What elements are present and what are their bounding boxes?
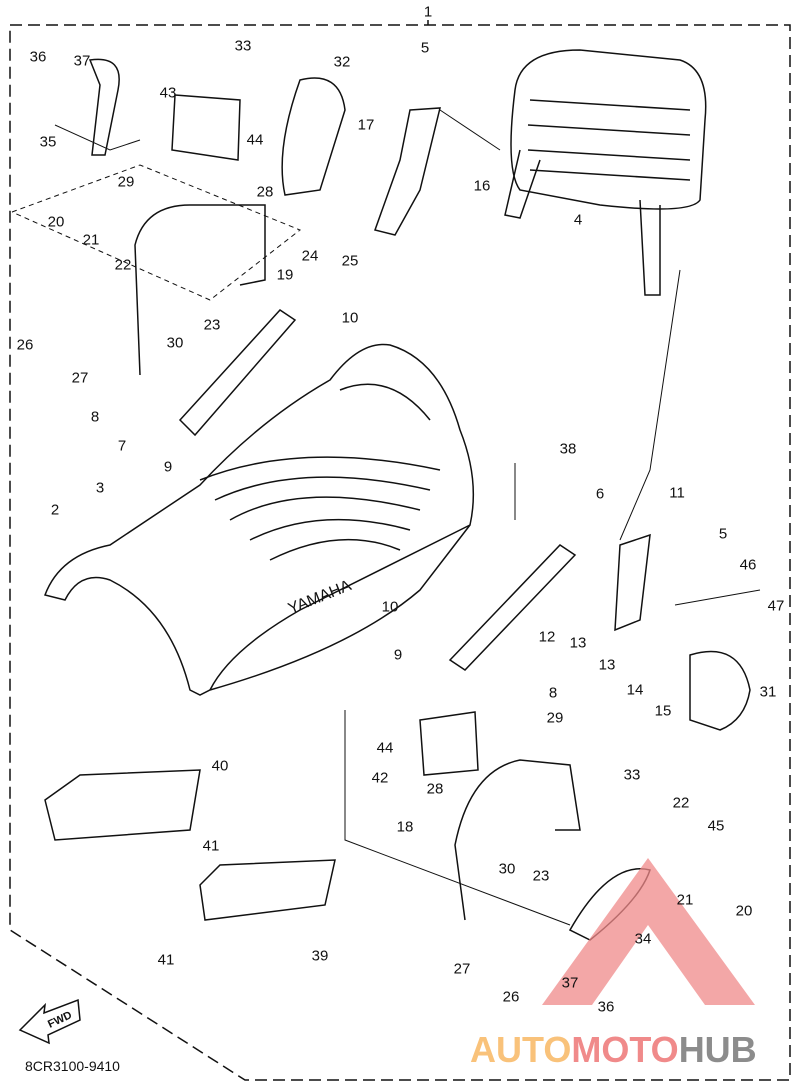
part-number-label: 26 [502, 988, 520, 1006]
part-number-label: 8 [90, 408, 100, 426]
part-number-label: 33 [623, 766, 641, 784]
part-number-label: 29 [546, 709, 564, 727]
assembly-border [9, 24, 791, 1081]
part-number-label: 22 [672, 794, 690, 812]
part-number-label: 28 [256, 183, 274, 201]
part-number-label: 13 [569, 634, 587, 652]
part-number-label: 41 [202, 837, 220, 855]
part-number-label: 28 [426, 780, 444, 798]
part-number-label: 3 [95, 479, 105, 497]
part-number-label: 12 [538, 628, 556, 646]
watermark-auto: AUTO [470, 1029, 572, 1070]
part-number-label: 10 [341, 309, 359, 327]
part-number-label: 9 [163, 458, 173, 476]
part-number-label: 45 [707, 817, 725, 835]
watermark-logo [542, 858, 755, 1005]
part-number-label: 32 [333, 53, 351, 71]
part-number-label: 23 [532, 867, 550, 885]
part-number-label: 26 [16, 336, 34, 354]
part-number-label: 6 [595, 485, 605, 503]
part-number-label: 23 [203, 316, 221, 334]
part-number-label: 20 [47, 213, 65, 231]
part-number-label: 37 [73, 52, 91, 70]
part-number-label: 15 [654, 702, 672, 720]
part-number-label: 13 [598, 656, 616, 674]
part-number-label: 20 [735, 902, 753, 920]
part-number-label: 34 [634, 930, 652, 948]
part-number-label: 16 [473, 177, 491, 195]
part-number-label: 19 [276, 266, 294, 284]
tool-tray-39 [199, 859, 336, 921]
part-number-label: 33 [234, 37, 252, 55]
part-number-label: 21 [82, 231, 100, 249]
part-number-label: 5 [420, 39, 430, 57]
part-number-label: 21 [676, 891, 694, 909]
part-number-label: 25 [341, 252, 359, 270]
part-number-label: 22 [114, 256, 132, 274]
part-number-label: 4 [573, 211, 583, 229]
part-number-label: 40 [211, 757, 229, 775]
part-number-label: 27 [453, 960, 471, 978]
part-number-label: 5 [718, 525, 728, 543]
part-number-label: 44 [246, 131, 264, 149]
part-number-label: 27 [71, 369, 89, 387]
part-number-label: 18 [396, 818, 414, 836]
part-number-label: 37 [561, 974, 579, 992]
seat [44, 343, 475, 696]
part-number-label: 41 [157, 951, 175, 969]
part-number-label: 1 [423, 3, 433, 21]
part-number-label: 31 [759, 683, 777, 701]
fwd-arrow [18, 998, 81, 1045]
part-number-label: 46 [739, 556, 757, 574]
part-number-label: 35 [39, 133, 57, 151]
part-number-label: 24 [301, 247, 319, 265]
part-number-label: 7 [117, 437, 127, 455]
part-number-label: 42 [371, 769, 389, 787]
part-number-label: 36 [597, 998, 615, 1016]
part-number-label: 11 [669, 484, 685, 502]
part-number-label: 2 [50, 501, 60, 519]
watermark-text: AUTOMOTOHUB [470, 1030, 757, 1070]
part-number-label: 30 [166, 334, 184, 352]
part-number-label: 38 [559, 440, 577, 458]
part-number-label: 29 [117, 173, 135, 191]
watermark-hub: HUB [678, 1029, 757, 1070]
drawing-code: 8CR3100-9410 [25, 1058, 120, 1074]
part-number-label: 43 [159, 84, 177, 102]
part-number-label: 47 [767, 597, 785, 615]
part-number-label: 39 [311, 947, 329, 965]
watermark-moto: MOTO [571, 1029, 679, 1070]
part-number-label: 30 [498, 860, 516, 878]
part-number-label: 9 [393, 646, 403, 664]
backrest-pad [510, 49, 707, 210]
part-number-label: 44 [376, 739, 394, 757]
part-number-label: 36 [29, 48, 47, 66]
part-number-label: 14 [626, 681, 644, 699]
tool-tray-40 [44, 769, 201, 841]
part-number-label: 17 [357, 116, 375, 134]
part-number-label: 10 [381, 598, 399, 616]
part-number-label: 8 [548, 684, 558, 702]
